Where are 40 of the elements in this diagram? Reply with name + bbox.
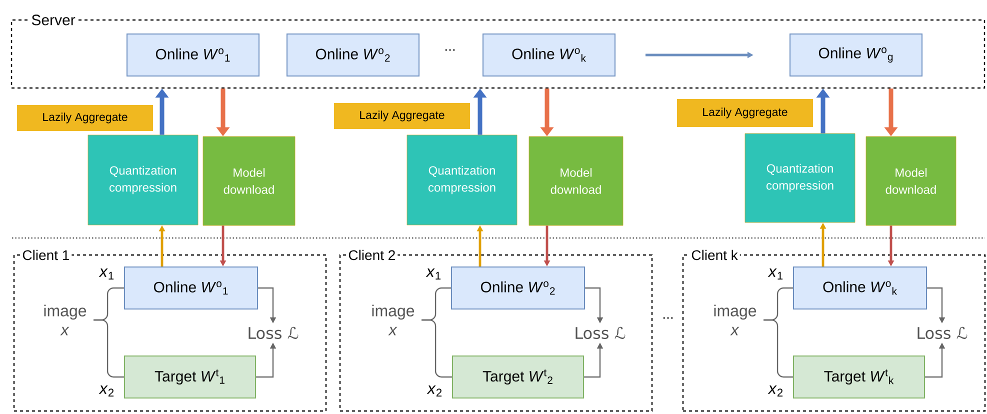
online-model-box: Online W$^{o}$1 bbox=[126, 34, 260, 76]
box-heading: Server bbox=[29, 12, 78, 28]
aggregate-label-box: Lazily Aggregate bbox=[17, 105, 154, 131]
online-model-box: Online W$^{o}$2 bbox=[451, 266, 585, 310]
online-model-box: Online W$^{o}$k bbox=[482, 34, 616, 76]
edge-label: x$_{1}$ bbox=[767, 267, 785, 281]
download-box: Model download bbox=[202, 136, 296, 226]
loss-label: Loss ℒ bbox=[248, 326, 298, 340]
brace-line bbox=[764, 319, 793, 378]
target-model-box: Target W$^{t}$1 bbox=[124, 356, 256, 398]
input-label: image x bbox=[714, 304, 756, 336]
compression-box: Quantization compression bbox=[744, 133, 856, 223]
edge-label: x$_{1}$ bbox=[98, 267, 116, 281]
aggregate-label-box: Lazily Aggregate bbox=[677, 99, 813, 127]
box-heading: Client 1 bbox=[20, 248, 72, 262]
online-model-box: Online W$^{o}$k bbox=[793, 266, 927, 310]
edge-label: x$_{2}$ bbox=[767, 384, 785, 398]
edge-label: x$_{2}$ bbox=[426, 384, 444, 398]
loss-label: Loss ℒ bbox=[918, 326, 968, 340]
download-box: Model download bbox=[866, 136, 956, 226]
input-label: image x bbox=[44, 304, 86, 336]
online-model-box: Online W$^{o}$g bbox=[790, 34, 922, 76]
target-model-box: Target W$^{t}$2 bbox=[452, 356, 584, 398]
download-box: Model download bbox=[528, 136, 624, 226]
ellipsis: ... bbox=[445, 49, 455, 51]
loss-label: Loss ℒ bbox=[576, 326, 626, 340]
edge-label: x$_{2}$ bbox=[98, 384, 116, 398]
box-heading: Client 2 bbox=[346, 248, 398, 262]
ellipsis: ... bbox=[663, 317, 673, 319]
compression-box: Quantization compression bbox=[406, 134, 518, 226]
aggregate-label-box: Lazily Aggregate bbox=[334, 103, 470, 129]
brace-line bbox=[422, 319, 452, 378]
target-model-box: Target W$^{t}$k bbox=[793, 356, 925, 398]
brace-line bbox=[94, 319, 124, 378]
online-model-box: Online W$^{o}$2 bbox=[286, 34, 420, 76]
edge-label: x$_{1}$ bbox=[425, 267, 443, 281]
compression-box: Quantization compression bbox=[88, 134, 198, 226]
input-label: image x bbox=[372, 304, 414, 336]
online-model-box: Online W$^{o}$1 bbox=[124, 266, 258, 310]
box-heading: Client k bbox=[689, 248, 740, 262]
